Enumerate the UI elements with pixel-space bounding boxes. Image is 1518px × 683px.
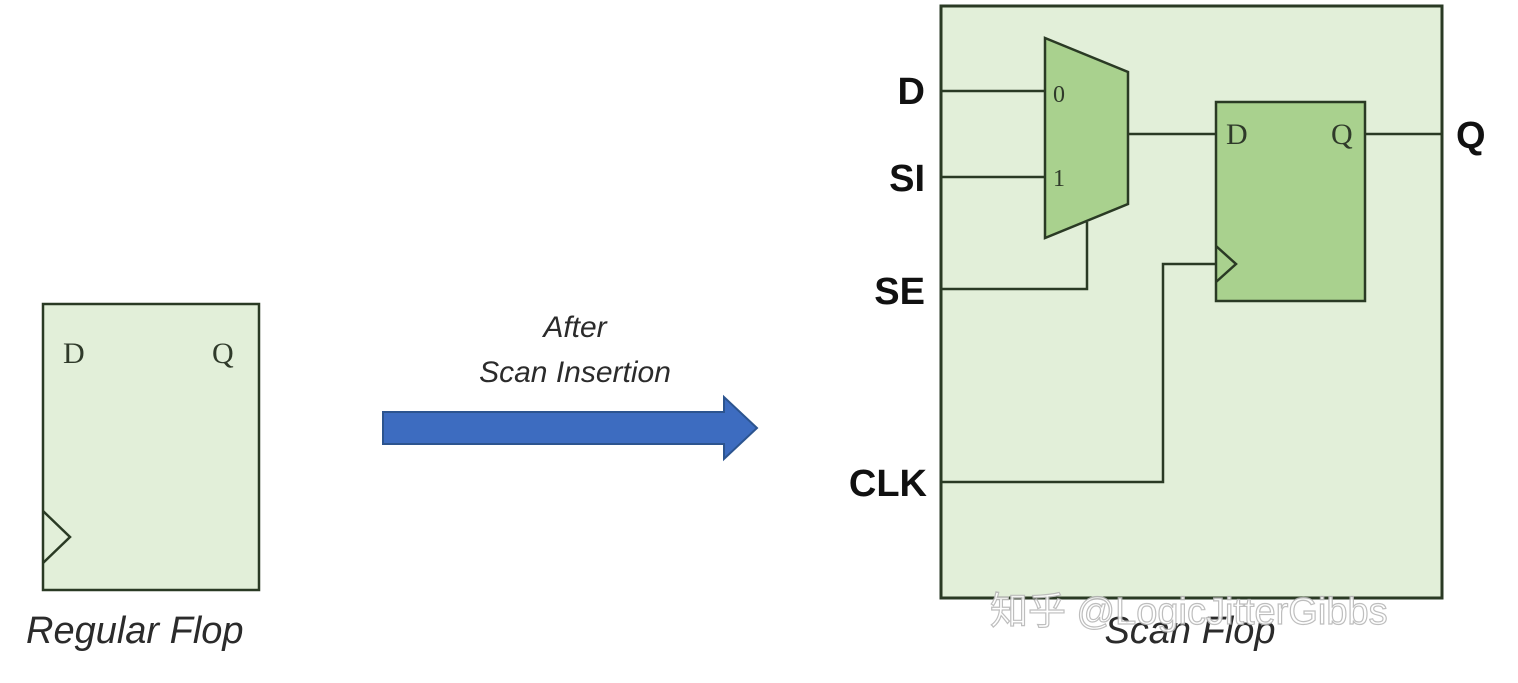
port-label-se: SE — [874, 271, 925, 313]
scan-mux — [1043, 36, 1130, 240]
regular-flop-caption: Regular Flop — [26, 610, 244, 652]
mux-input-0-label: 0 — [1053, 82, 1065, 108]
inner-flop-pin-q: Q — [1331, 118, 1353, 151]
port-label-clk: CLK — [849, 463, 928, 505]
inner-flop-body — [1214, 100, 1367, 303]
port-label-d: D — [898, 71, 925, 113]
inner-flop-clock-triangle — [1215, 245, 1238, 283]
regular-flop-pin-q: Q — [212, 337, 234, 370]
regular-flop-clock-triangle — [42, 510, 72, 564]
mux-input-1-label: 1 — [1053, 166, 1065, 192]
wire-clk — [941, 262, 1216, 484]
regular-flop-body — [41, 302, 261, 592]
regular-flop: D Q — [41, 302, 261, 592]
scan-flop: 0 1 D Q — [939, 4, 1444, 600]
scan-flop-caption: Scan Flop — [1104, 610, 1275, 652]
port-label-q: Q — [1456, 115, 1486, 157]
watermark: 知乎 @LogicJitterGibbs — [990, 591, 1388, 633]
arrow-shape — [382, 394, 759, 462]
regular-flop-pin-d: D — [63, 337, 85, 370]
scan-flop-body — [939, 4, 1444, 600]
arrow-label-line2: Scan Insertion — [479, 356, 671, 389]
wire-se — [941, 222, 1089, 291]
inner-flop-pin-d: D — [1226, 118, 1248, 151]
port-label-si: SI — [889, 158, 925, 200]
scan-insertion-arrow: After Scan Insertion — [382, 311, 759, 462]
arrow-label-line1: After — [541, 311, 607, 344]
